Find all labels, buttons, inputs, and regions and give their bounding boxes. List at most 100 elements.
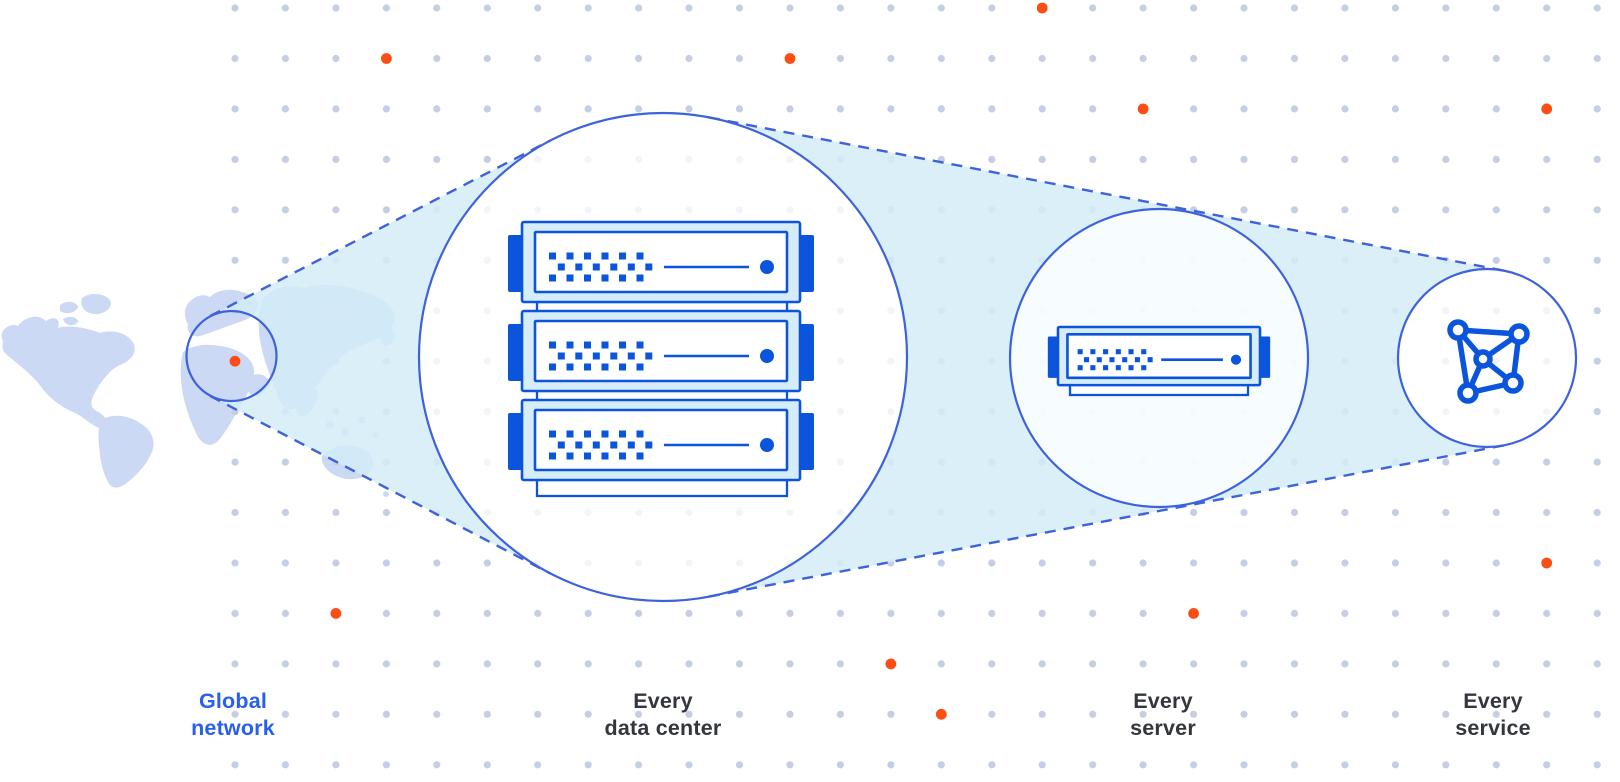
grid-dot (1038, 105, 1046, 113)
grid-dot (483, 559, 491, 567)
rack-frame-strip (535, 478, 789, 498)
grid-dot (786, 710, 794, 718)
grid-dot (1391, 54, 1399, 63)
grid-dot (332, 559, 340, 567)
grid-dot (1290, 761, 1299, 769)
server-unit-icon (1047, 327, 1271, 385)
grid-dot (937, 559, 945, 567)
grid-dot (584, 4, 592, 12)
orange-dot (1036, 2, 1048, 14)
grid-dot (988, 105, 996, 113)
grid-dot (1391, 559, 1399, 567)
grid-dot (1543, 155, 1551, 163)
orange-dot (935, 708, 947, 720)
grid-dot (1543, 458, 1551, 466)
grid-dot (635, 609, 643, 618)
grid-dot (382, 559, 390, 567)
grid-dot (1341, 206, 1349, 214)
grid-dot (1038, 710, 1046, 718)
label-line: network (191, 715, 275, 740)
grid-dot (1543, 256, 1551, 264)
grid-dot (382, 206, 390, 214)
orange-dot (1541, 557, 1553, 569)
grid-dot (1139, 54, 1147, 63)
grid-dot (1038, 155, 1046, 163)
grid-dot (836, 609, 845, 618)
grid-dot (584, 660, 592, 668)
grid-dot (281, 559, 289, 567)
grid-dot (988, 660, 996, 668)
grid-dot (1089, 609, 1097, 618)
grid-dot (685, 105, 693, 113)
grid-dot (635, 105, 643, 113)
grid-dot (1240, 660, 1248, 668)
grid-dot (1543, 761, 1551, 769)
grid-dot (1139, 155, 1147, 163)
grid-dot (1442, 4, 1450, 12)
grid-dot (231, 660, 239, 668)
grid-dot (1543, 4, 1551, 12)
grid-dot (887, 54, 895, 63)
grid-dot (1442, 559, 1450, 567)
grid-dot (1341, 761, 1349, 769)
grid-dot (1593, 54, 1601, 63)
grid-dot (1290, 559, 1299, 567)
grid-dot (584, 761, 592, 769)
grid-dot (1240, 710, 1248, 718)
grid-dot (231, 559, 239, 567)
grid-dot (231, 155, 239, 163)
grid-dot (1492, 54, 1500, 63)
grid-dot (937, 660, 945, 668)
grid-dot (1341, 54, 1349, 63)
label-line: service (1455, 715, 1531, 740)
grid-dot (1190, 155, 1198, 163)
zoom-dashed-line (209, 139, 552, 318)
grid-dot (483, 710, 491, 718)
zoom-dashed-line (209, 394, 552, 575)
grid-dot (635, 761, 643, 769)
grid-dot (1442, 761, 1450, 769)
grid-dot (1190, 710, 1198, 718)
grid-dot (1190, 4, 1198, 12)
grid-dot (483, 609, 491, 618)
server-unit-icon (508, 400, 814, 480)
grid-dot (483, 54, 491, 63)
grid-dot (937, 105, 945, 113)
grid-dot (735, 660, 744, 668)
grid-dot (1442, 206, 1450, 214)
grid-dot (1593, 508, 1601, 517)
grid-dot (433, 4, 441, 12)
grid-dot (231, 54, 239, 63)
grid-dot (1240, 559, 1248, 567)
grid-dot (735, 4, 744, 12)
grid-dot (1089, 660, 1097, 668)
grid-dot (1391, 761, 1399, 769)
grid-dot (1240, 4, 1248, 12)
grid-dot (1442, 710, 1450, 718)
grid-dot (382, 761, 390, 769)
grid-dot (483, 660, 491, 668)
grid-dot (887, 609, 895, 618)
grid-dot (887, 4, 895, 12)
grid-dot (1341, 660, 1349, 668)
grid-dot (332, 4, 340, 12)
grid-dot (534, 54, 542, 63)
grid-dot (786, 660, 794, 668)
grid-dot (1089, 155, 1097, 163)
grid-dot (433, 105, 441, 113)
grid-dot (786, 609, 794, 618)
label-line: server (1130, 715, 1196, 740)
server-unit-icon (508, 311, 814, 391)
grid-dot (635, 54, 643, 63)
grid-dot (685, 54, 693, 63)
grid-dot (1593, 105, 1601, 113)
grid-dot (1240, 508, 1248, 517)
label-line: Global (198, 689, 268, 713)
grid-dot (231, 609, 239, 618)
grid-dot (1089, 559, 1097, 567)
grid-dot (937, 4, 945, 12)
grid-dot (1593, 307, 1601, 315)
grid-dot (1290, 4, 1299, 12)
grid-dot (1139, 710, 1147, 718)
grid-dot (988, 710, 996, 718)
